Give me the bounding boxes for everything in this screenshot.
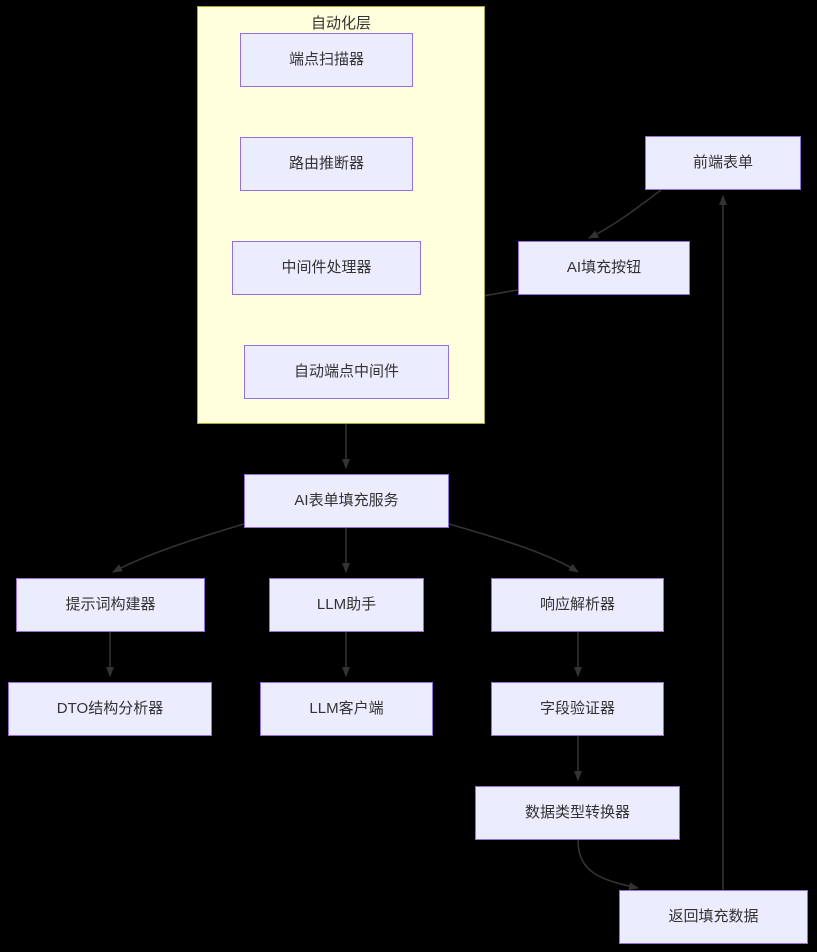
node-prompt-builder[interactable]: 提示词构建器 — [16, 578, 205, 632]
node-auto-endpoint-mw[interactable]: 自动端点中间件 — [244, 345, 449, 399]
edge-data-type-converter-to-return-fill-data — [577, 839, 639, 891]
node-field-validator[interactable]: 字段验证器 — [491, 682, 664, 736]
node-label-ai-form-fill-service: AI表单填充服务 — [294, 492, 399, 509]
node-label-field-validator: 字段验证器 — [539, 700, 615, 717]
node-label-dto-struct-analyzer: DTO结构分析器 — [56, 700, 164, 717]
node-label-middleware-handler: 中间件处理器 — [281, 259, 372, 276]
node-route-inferencer[interactable]: 路由推断器 — [240, 137, 413, 191]
node-return-fill-data[interactable]: 返回填充数据 — [619, 890, 808, 944]
node-label-route-inferencer: 路由推断器 — [288, 155, 364, 172]
node-endpoint-scanner[interactable]: 端点扫描器 — [240, 33, 413, 87]
node-label-llm-assistant: LLM助手 — [316, 596, 377, 613]
node-data-type-converter[interactable]: 数据类型转换器 — [475, 786, 680, 840]
node-label-endpoint-scanner: 端点扫描器 — [288, 51, 364, 68]
node-label-data-type-converter: 数据类型转换器 — [524, 804, 630, 821]
node-label-response-parser: 响应解析器 — [539, 596, 615, 613]
node-ai-fill-button[interactable]: AI填充按钮 — [518, 241, 690, 295]
node-middleware-handler[interactable]: 中间件处理器 — [232, 241, 421, 295]
node-label-return-fill-data: 返回填充数据 — [668, 908, 759, 925]
node-label-llm-client: LLM客户端 — [309, 700, 384, 717]
node-label-frontend-form: 前端表单 — [692, 154, 753, 171]
node-response-parser[interactable]: 响应解析器 — [491, 578, 664, 632]
edge-ai-form-fill-service-to-prompt-builder — [112, 523, 245, 573]
node-label-ai-fill-button: AI填充按钮 — [566, 259, 642, 276]
node-frontend-form[interactable]: 前端表单 — [645, 136, 801, 190]
node-ai-form-fill-service[interactable]: AI表单填充服务 — [244, 474, 449, 528]
node-llm-assistant[interactable]: LLM助手 — [269, 578, 424, 632]
node-llm-client[interactable]: LLM客户端 — [260, 682, 433, 736]
node-dto-struct-analyzer[interactable]: DTO结构分析器 — [8, 682, 212, 736]
cluster-label-automation-layer: 自动化层 — [310, 15, 371, 32]
node-label-prompt-builder: 提示词构建器 — [65, 596, 156, 613]
edge-ai-form-fill-service-to-response-parser — [448, 523, 579, 573]
node-label-auto-endpoint-mw: 自动端点中间件 — [293, 363, 399, 380]
edge-frontend-form-to-ai-fill-button — [588, 189, 662, 239]
